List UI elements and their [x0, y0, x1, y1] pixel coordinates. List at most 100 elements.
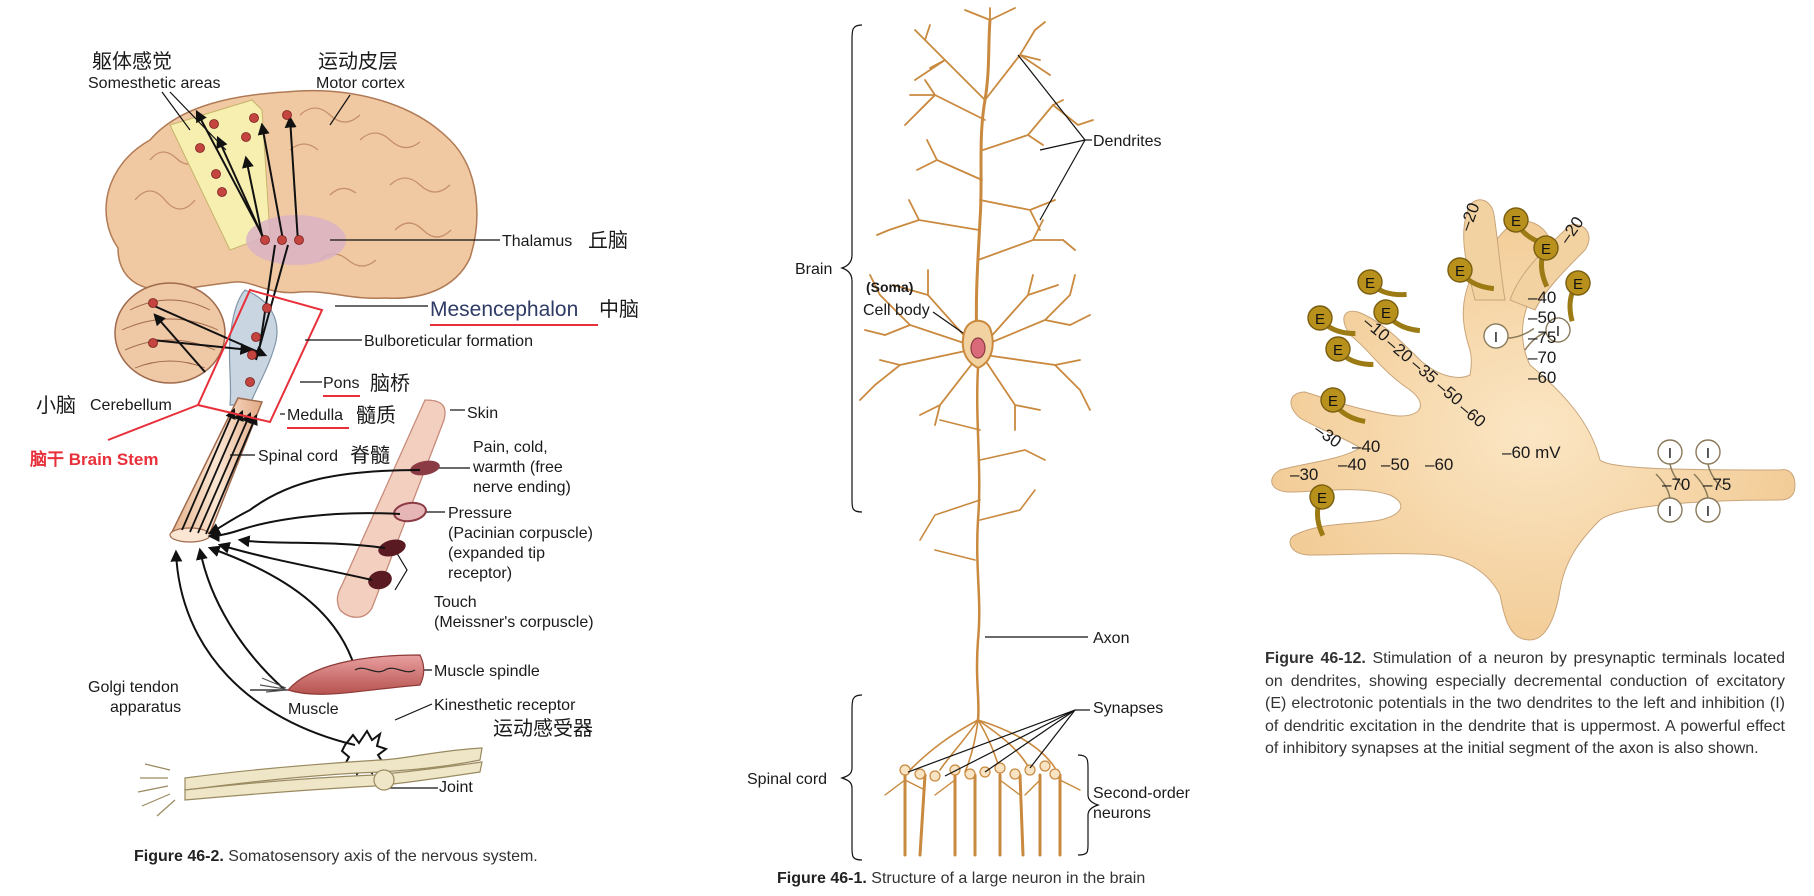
- brainstem-label: 脑干 Brain Stem: [30, 449, 158, 469]
- excitatory-synapse: E: [1307, 305, 1356, 337]
- pressure-line-1: Pressure: [448, 505, 512, 522]
- neuron-leaders: [840, 24, 1100, 861]
- excitatory-synapse: E: [1309, 484, 1335, 537]
- excitatory-letter: E: [1333, 342, 1343, 359]
- lower-left-2-mv-2: –40: [1338, 455, 1366, 474]
- caption-46-2-text: Somatosensory axis of the nervous system…: [228, 848, 538, 865]
- motor-label: Motor cortex: [316, 75, 405, 92]
- spinal-cord-label: Spinal cord: [258, 448, 338, 465]
- somesthetic-cn-label: 躯体感觉: [92, 49, 172, 73]
- cerebral-cortex: [105, 89, 478, 300]
- muscle-shape: [286, 654, 425, 695]
- cerebellum-label: Cerebellum: [90, 397, 172, 414]
- axon-label: Axon: [1093, 630, 1129, 647]
- figure-dendritic-conduction: [1271, 199, 1796, 641]
- pons-cn-label: 脑桥: [370, 371, 410, 395]
- fig1-labels: 躯体感觉 Somesthetic areas 运动皮层 Motor cortex…: [30, 49, 639, 796]
- medulla-cn-label: 髓质: [356, 403, 396, 427]
- pain-line-3: nerve ending): [473, 479, 571, 496]
- excitatory-synapse: E: [1565, 270, 1591, 322]
- excitatory-letter: E: [1511, 213, 1521, 230]
- leader-lines: [161, 91, 500, 789]
- kinesthetic-label: Kinesthetic receptor: [434, 697, 576, 714]
- medulla-label: Medulla: [287, 407, 343, 424]
- cerebellum-cn-label: 小脑: [36, 393, 76, 417]
- caption-46-2-number: Figure 46-2.: [134, 848, 224, 865]
- muscle-spindle-label: Muscle spindle: [434, 663, 540, 680]
- axon-mv-2: –75: [1703, 475, 1731, 494]
- right-branch-mv-1: –40: [1528, 288, 1556, 307]
- motor-cn-label: 运动皮层: [318, 49, 398, 73]
- inhibitory-synapse: I: [1524, 317, 1571, 351]
- caption-figure-46-2: Figure 46-2. Somatosensory axis of the n…: [134, 848, 538, 866]
- lower-left-2-mv-4: –60: [1425, 455, 1453, 474]
- pons-label: Pons: [323, 375, 359, 392]
- lower-left-2-mv-1: –30: [1290, 465, 1318, 484]
- caption-figure-46-1: Figure 46-1. Structure of a large neuron…: [777, 870, 1145, 888]
- excitatory-synapse: E: [1325, 336, 1374, 368]
- pressure-line-2: (Pacinian corpuscle): [448, 525, 593, 542]
- pain-line-1: Pain, cold,: [473, 439, 548, 456]
- right-branch-mv-2: –50: [1528, 308, 1556, 327]
- cell-body-label: Cell body: [863, 302, 930, 319]
- excitatory-letter: E: [1573, 276, 1583, 293]
- thalamus-label: Thalamus: [502, 233, 572, 250]
- red-underlines: [287, 324, 598, 429]
- excitatory-synapse: E: [1533, 235, 1559, 288]
- joint-label: Joint: [439, 779, 473, 796]
- brain-label: Brain: [795, 261, 832, 278]
- excitatory-letter: E: [1315, 311, 1325, 328]
- neuron-dendrite-body: [1271, 220, 1796, 641]
- lower-left-2-mv-3: –50: [1381, 455, 1409, 474]
- mesencephalon-label: Mesencephalon: [430, 298, 578, 321]
- afferent-fibers: [170, 469, 421, 746]
- second-order-line-2: neurons: [1093, 805, 1151, 822]
- inhibitory-synapse: I: [1655, 473, 1683, 523]
- bulboreticular-label: Bulboreticular formation: [364, 333, 533, 350]
- excitatory-synapse: E: [1373, 299, 1421, 334]
- touch-line-2: (Meissner's corpuscle): [434, 614, 594, 631]
- spinal-cord-neuron-label: Spinal cord: [747, 771, 827, 788]
- inhibitory-letter: I: [1706, 503, 1710, 520]
- inhibitory-letter: I: [1494, 329, 1498, 346]
- excitatory-letter: E: [1328, 393, 1338, 410]
- skin-label: Skin: [467, 405, 498, 422]
- figure-neuron: [859, 7, 1094, 857]
- excitatory-letter: E: [1541, 241, 1551, 258]
- excitatory-letter: E: [1381, 305, 1391, 322]
- caption-46-1-number: Figure 46-1.: [777, 870, 867, 887]
- somesthetic-label: Somesthetic areas: [88, 75, 221, 92]
- thalamus-cn-label: 丘脑: [588, 228, 628, 252]
- lower-left-1-mv-2: –40: [1352, 437, 1380, 456]
- inhibitory-letter: I: [1556, 323, 1560, 340]
- excitatory-letter: E: [1455, 263, 1465, 280]
- inhibitory-letter: I: [1668, 503, 1672, 520]
- kinesthetic-cn-label: 运动感受器: [493, 716, 593, 740]
- inhibitory-synapse: I: [1657, 439, 1685, 489]
- muscle-label: Muscle: [288, 701, 339, 718]
- right-branch-mv-5: –60: [1528, 368, 1556, 387]
- caption-46-12-number: Figure 46-12.: [1265, 650, 1366, 667]
- ascending-tracts: [181, 408, 258, 535]
- excitatory-synapse: E: [1447, 257, 1495, 292]
- mesencephalon-cn-label: 中脑: [599, 297, 639, 321]
- excitatory-synapse: E: [1320, 387, 1366, 424]
- inhibitory-synapse: I: [1693, 473, 1721, 523]
- soma-label: (Soma): [866, 279, 913, 295]
- right-branch-mv-4: –70: [1528, 348, 1556, 367]
- pressure-line-4: receptor): [448, 565, 512, 582]
- golgi-line-2: apparatus: [110, 699, 181, 716]
- pain-line-2: warmth (free: [472, 459, 563, 476]
- excitatory-letter: E: [1365, 275, 1375, 292]
- skin-strip: [336, 399, 446, 618]
- excitatory-synapse: E: [1357, 269, 1407, 298]
- caption-figure-46-12: Figure 46-12. Stimulation of a neuron by…: [1265, 648, 1785, 761]
- soma-mv: –60 mV: [1502, 443, 1561, 462]
- synapses-label: Synapses: [1093, 700, 1163, 717]
- excitatory-letter: E: [1317, 490, 1327, 507]
- touch-line-1: Touch: [434, 594, 477, 611]
- inhibitory-synapse: I: [1483, 323, 1535, 349]
- fig2-labels: Dendrites Brain (Soma) Cell body Axon Sy…: [747, 133, 1191, 822]
